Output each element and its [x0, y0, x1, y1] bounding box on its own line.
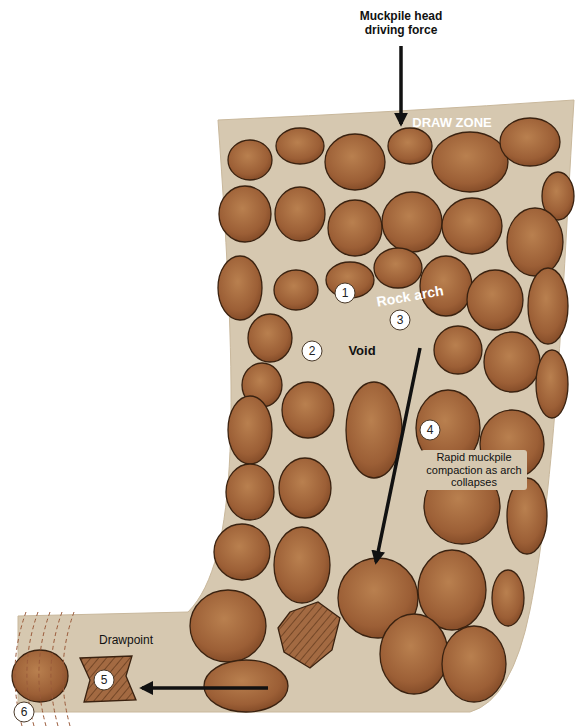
rock — [218, 256, 262, 320]
rock — [484, 332, 540, 392]
rock — [528, 268, 568, 344]
drawpoint-label: Drawpoint — [86, 634, 166, 648]
rock — [380, 614, 448, 694]
rock-fragments — [12, 118, 574, 712]
rock — [507, 208, 563, 276]
rock — [536, 350, 568, 418]
rock — [346, 382, 402, 478]
rock — [204, 660, 288, 712]
callout-number: 6 — [14, 702, 35, 723]
compaction-arrow — [376, 348, 420, 562]
rock — [432, 132, 508, 192]
rock — [276, 128, 324, 164]
rock — [282, 382, 334, 438]
driving-force-arrow — [399, 46, 403, 124]
rock — [274, 270, 318, 310]
brow-line — [63, 612, 74, 726]
compaction-label: Rapid muckpile compaction as arch collap… — [421, 450, 527, 490]
rock — [214, 524, 270, 580]
callout-number: 2 — [302, 341, 323, 362]
rock — [219, 186, 271, 242]
callout-number: 1 — [335, 283, 356, 304]
brow-line — [39, 612, 50, 726]
rock — [382, 192, 442, 252]
callout-number: 5 — [94, 670, 115, 691]
rock — [228, 396, 272, 464]
rock — [279, 458, 331, 518]
rock — [228, 140, 272, 180]
crushed-rock — [278, 602, 340, 668]
crushed-rock — [80, 656, 136, 702]
rock — [388, 128, 432, 164]
callout-number: 3 — [390, 310, 411, 331]
force-label: Muckpile head driving force — [346, 10, 456, 38]
rock — [442, 198, 502, 254]
rock — [275, 187, 325, 241]
brow-line — [51, 612, 62, 726]
drawpoint-arrow — [142, 686, 268, 690]
rock — [226, 464, 274, 520]
rock — [374, 248, 422, 288]
rock — [492, 570, 524, 626]
callout-number: 4 — [420, 420, 441, 441]
void-label: Void — [337, 344, 387, 359]
rock — [467, 270, 523, 330]
zone-label: DRAW ZONE — [397, 116, 507, 131]
rock — [12, 650, 68, 702]
rock — [248, 314, 292, 362]
rock — [442, 626, 506, 702]
muckpile — [18, 100, 574, 712]
rock — [500, 118, 560, 166]
rock — [434, 326, 482, 374]
rock — [190, 590, 266, 662]
rock — [325, 134, 385, 190]
rock — [328, 200, 382, 256]
rock — [274, 527, 330, 603]
